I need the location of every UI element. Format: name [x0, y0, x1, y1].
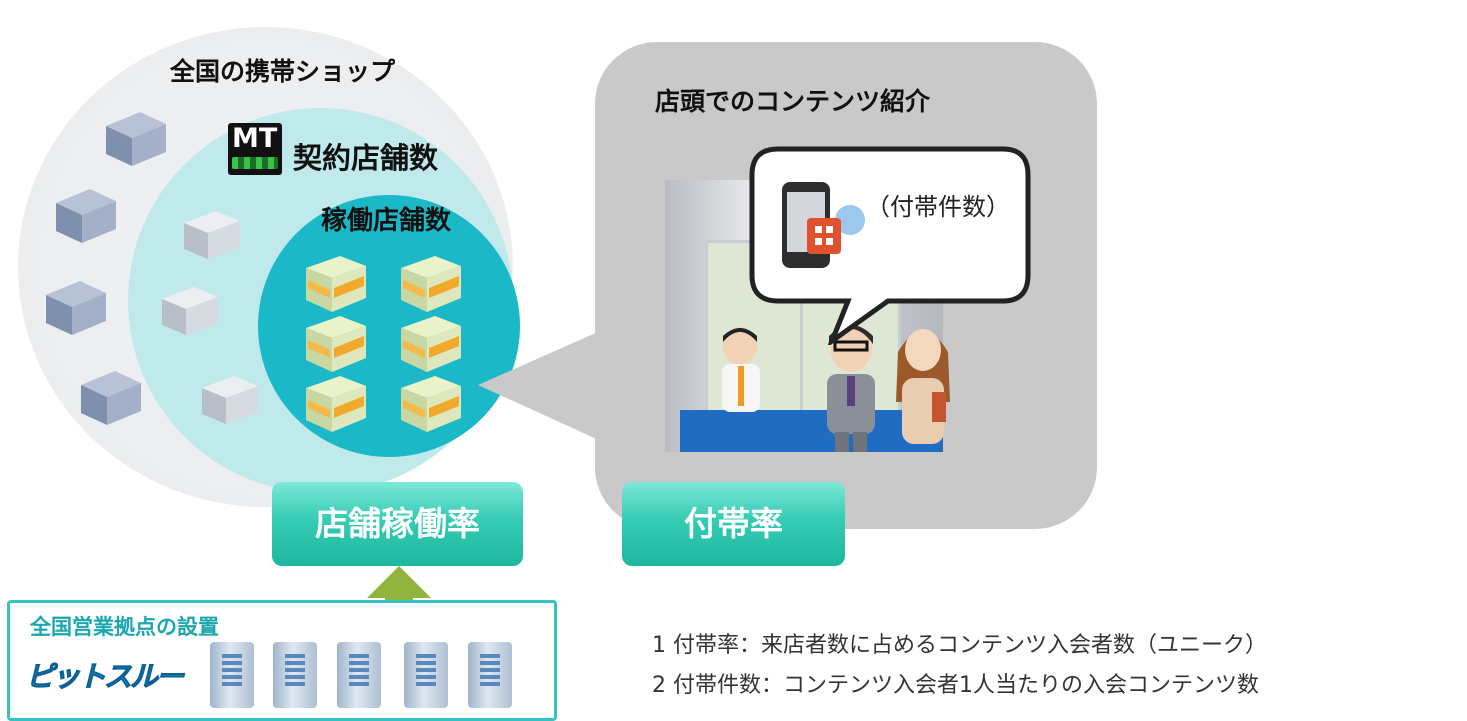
active-shop-icon	[306, 256, 366, 312]
operating-rate-button: 店舗稼働率	[272, 482, 523, 566]
footnote-2: 2 付帯件数：コンテンツ入会者1人当たりの入会コンテンツ数	[652, 673, 1259, 698]
office-building-icon	[404, 642, 448, 708]
pitthru-logo-text: ピットスルー	[25, 660, 184, 694]
footnote-1: 1 付帯率：来店者数に占めるコンテンツ入会者数（ユニーク）	[652, 633, 1267, 658]
shop-building-icon	[46, 281, 106, 335]
attach-rate-button: 付帯率	[622, 482, 845, 566]
sales-box-title: 全国営業拠点の設置	[30, 615, 219, 639]
shop-building-icon	[184, 211, 240, 259]
office-building-icon	[468, 642, 512, 708]
active-shop-icon	[401, 376, 461, 432]
pitthru-logo: ピットスルー	[25, 655, 196, 695]
office-building-icon	[210, 642, 254, 708]
active-shop-icon	[306, 376, 366, 432]
office-building-icon	[273, 642, 317, 708]
active-shop-icon	[306, 316, 366, 372]
mt-logo: MT	[228, 123, 282, 175]
shop-building-icon	[202, 376, 258, 424]
app-icons	[807, 205, 865, 254]
outer-circle-label: 全国の携帯ショップ	[170, 57, 396, 86]
woman-customer-icon	[896, 329, 950, 444]
active-shop-icon	[401, 316, 461, 372]
panel-title: 店頭でのコンテンツ紹介	[655, 87, 931, 116]
speech-bubble-text: （付帯件数）	[866, 193, 1010, 221]
inner-circle-label: 稼働店舗数	[321, 206, 452, 236]
active-shop-icon	[401, 256, 461, 312]
inner-circle-operating-shops	[258, 195, 520, 457]
shop-building-icon	[56, 189, 116, 243]
office-building-icon	[337, 642, 381, 708]
shop-building-icon	[106, 112, 166, 166]
middle-circle-label: 契約店舗数	[293, 141, 439, 175]
shop-building-icon	[162, 287, 218, 335]
staff-person-icon	[722, 327, 760, 412]
mt-logo-text: MT	[232, 123, 278, 154]
shop-building-icon	[81, 371, 141, 425]
